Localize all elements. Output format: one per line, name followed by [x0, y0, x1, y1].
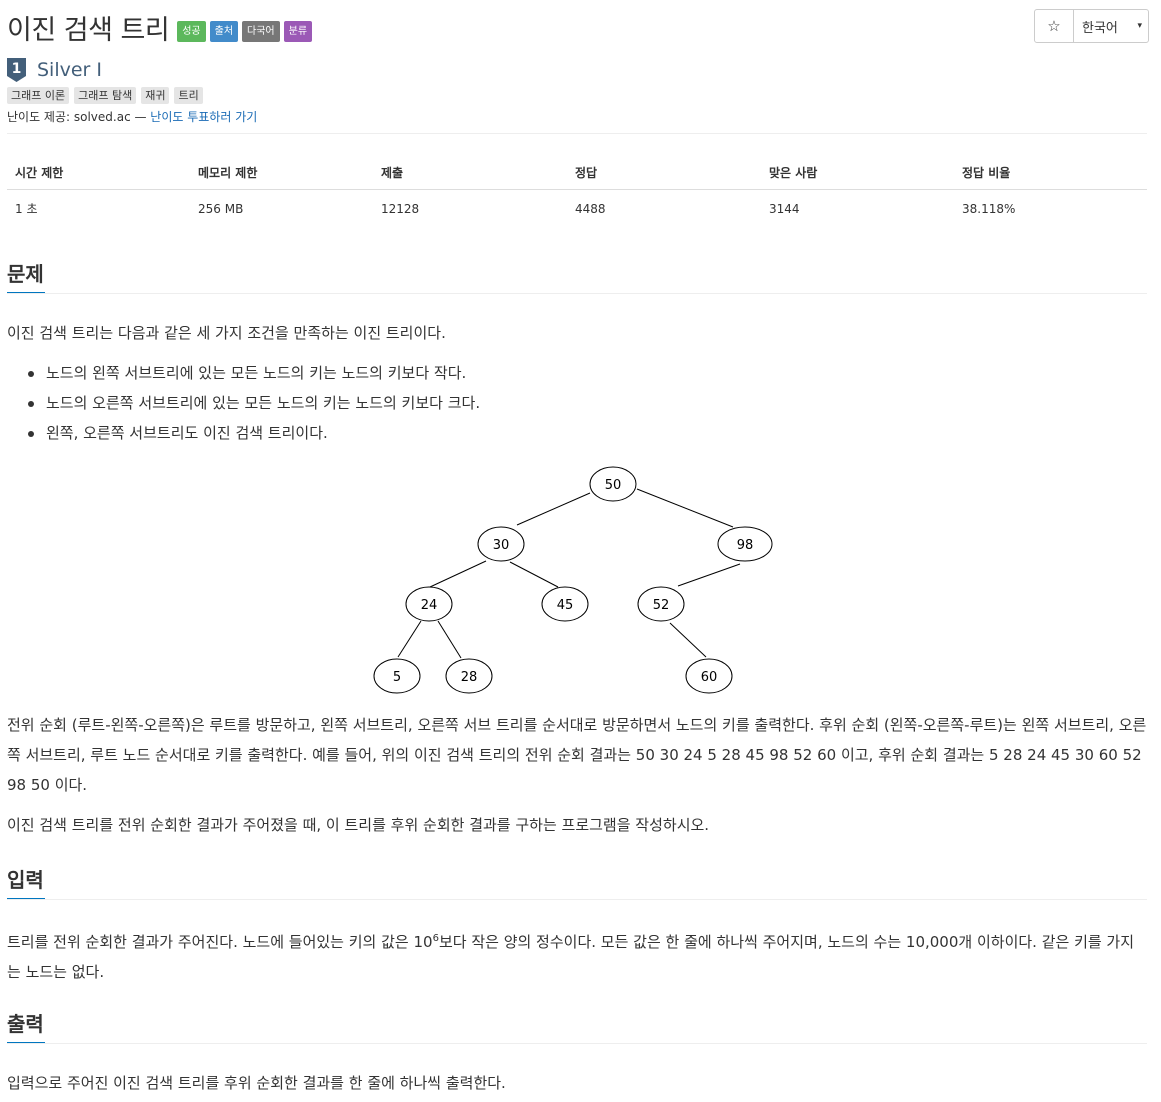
node-label: 24 [421, 598, 438, 613]
edge-98-52 [677, 563, 741, 587]
tag-graph-theory[interactable]: 그래프 이론 [7, 87, 70, 104]
output-description: 입력으로 주어진 이진 검색 트리를 후위 순회한 결과를 한 줄에 하나씩 출… [7, 1074, 506, 1092]
node-30 [477, 526, 525, 562]
divider [7, 133, 1147, 134]
tag-graph-search[interactable]: 그래프 탐색 [74, 87, 137, 104]
difficulty-credit: 난이도 제공: solved.ac — 난이도 투표하러 가기 [7, 108, 257, 125]
problem-intro: 이진 검색 트리는 다음과 같은 세 가지 조건을 만족하는 이진 트리이다. [7, 324, 446, 342]
edge-24-5 [397, 620, 422, 658]
memory-limit-value: 256 MB [198, 201, 244, 216]
section-divider [7, 1043, 1147, 1044]
label-source[interactable]: 출처 [209, 21, 239, 42]
stats-value-row: 1 초 256 MB 12128 4488 3144 38.118% [7, 190, 1147, 228]
edge-30-45 [509, 561, 559, 588]
input-text-part: 보다 작은 양의 정수이다. 모든 값은 한 줄에 하나씩 주어지며, 노드의 … [7, 933, 1135, 981]
tier-badge[interactable]: 1 Silver I [7, 58, 102, 82]
header-time-limit: 시간 제한 [7, 157, 190, 190]
node-52 [637, 586, 685, 622]
node-28 [445, 658, 493, 694]
node-5 [373, 658, 421, 694]
node-45 [541, 586, 589, 622]
favorite-button[interactable]: ☆ [1035, 10, 1074, 42]
node-label: 50 [605, 478, 622, 493]
problem-title: 이진 검색 트리 [7, 15, 170, 46]
submissions-value[interactable]: 12128 [381, 201, 420, 216]
section-divider [7, 899, 1147, 900]
solvers-value[interactable]: 3144 [769, 201, 800, 216]
node-98 [717, 526, 773, 562]
traversal-description: 전위 순회 (루트-왼쪽-오른쪽)은 루트를 방문하고, 왼쪽 서브트리, 오른… [7, 716, 1147, 794]
task-description: 이진 검색 트리를 전위 순회한 결과가 주어졌을 때, 이 트리를 후위 순회… [7, 816, 710, 834]
time-limit-value: 1 초 [15, 202, 38, 216]
caret-down-icon: ▾ [1137, 21, 1142, 31]
edge-50-98 [636, 488, 734, 528]
list-item: 노드의 왼쪽 서브트리에 있는 모든 노드의 키는 노드의 키보다 작다. [26, 358, 480, 388]
section-divider [7, 293, 1147, 294]
edge-30-24 [429, 560, 487, 588]
vote-difficulty-link[interactable]: 난이도 투표하러 가기 [150, 110, 258, 124]
header-submissions: 제출 [373, 157, 567, 190]
label-success[interactable]: 성공 [177, 21, 206, 42]
node-label: 60 [701, 670, 718, 685]
edge-50-30 [516, 492, 591, 526]
credit-text: 난이도 제공: solved.ac — [7, 110, 151, 124]
node-label: 5 [393, 670, 401, 685]
problem-labels: 성공 출처 다국어 분류 [177, 21, 316, 42]
list-item: 노드의 오른쪽 서브트리에 있는 모든 노드의 키는 노드의 키보다 크다. [26, 388, 480, 418]
star-icon: ☆ [1047, 17, 1061, 35]
stats-header-row: 시간 제한 메모리 제한 제출 정답 맞은 사람 정답 비율 [7, 157, 1147, 190]
problem-stats-table: 시간 제한 메모리 제한 제출 정답 맞은 사람 정답 비율 1 초 256 M… [7, 157, 1147, 227]
problem-header: 이진 검색 트리 성공 출처 다국어 분류 [7, 8, 316, 47]
input-description: 트리를 전위 순회한 결과가 주어진다. 노드에 들어있는 키의 값은 106보… [7, 924, 1147, 987]
tag-tree[interactable]: 트리 [174, 87, 203, 104]
silver-tier-icon: 1 [7, 58, 26, 82]
bst-diagram: 50 30 98 24 45 52 5 28 60 [373, 466, 773, 694]
header-memory-limit: 메모리 제한 [190, 157, 373, 190]
bst-conditions-list: 노드의 왼쪽 서브트리에 있는 모든 노드의 키는 노드의 키보다 작다. 노드… [26, 358, 480, 448]
algorithm-tags: 그래프 이론 그래프 탐색 재귀 트리 [7, 87, 208, 104]
node-label: 30 [493, 538, 510, 553]
accepted-value[interactable]: 4488 [575, 201, 606, 216]
node-label: 45 [557, 598, 574, 613]
section-title-input: 입력 [7, 868, 44, 892]
tag-recursion[interactable]: 재귀 [141, 87, 170, 104]
node-label: 98 [737, 538, 754, 553]
edge-24-28 [437, 620, 462, 659]
input-exponent: 6 [432, 933, 439, 944]
language-dropdown[interactable]: 한국어 ▾ [1074, 10, 1148, 42]
tier-name: Silver I [37, 59, 103, 81]
accept-ratio-value: 38.118% [962, 201, 1016, 216]
label-category[interactable]: 분류 [283, 21, 313, 42]
node-label: 52 [653, 598, 670, 613]
input-text-part: 트리를 전위 순회한 결과가 주어진다. 노드에 들어있는 키의 값은 10 [7, 933, 433, 951]
node-50 [589, 466, 637, 502]
language-label: 한국어 [1082, 20, 1118, 36]
label-multilang[interactable]: 다국어 [242, 21, 280, 42]
header-solvers: 맞은 사람 [761, 157, 954, 190]
node-24 [405, 586, 453, 622]
section-title-problem: 문제 [7, 262, 44, 286]
header-controls: ☆ 한국어 ▾ [1034, 9, 1149, 43]
section-title-output: 출력 [7, 1012, 44, 1036]
node-label: 28 [461, 670, 478, 685]
tier-number: 1 [12, 61, 22, 77]
node-60 [685, 658, 733, 694]
header-accept-ratio: 정답 비율 [954, 157, 1147, 190]
tree-edges [397, 488, 741, 659]
header-accepted: 정답 [567, 157, 761, 190]
edge-52-60 [669, 622, 707, 658]
list-item: 왼쪽, 오른쪽 서브트리도 이진 검색 트리이다. [26, 418, 480, 448]
